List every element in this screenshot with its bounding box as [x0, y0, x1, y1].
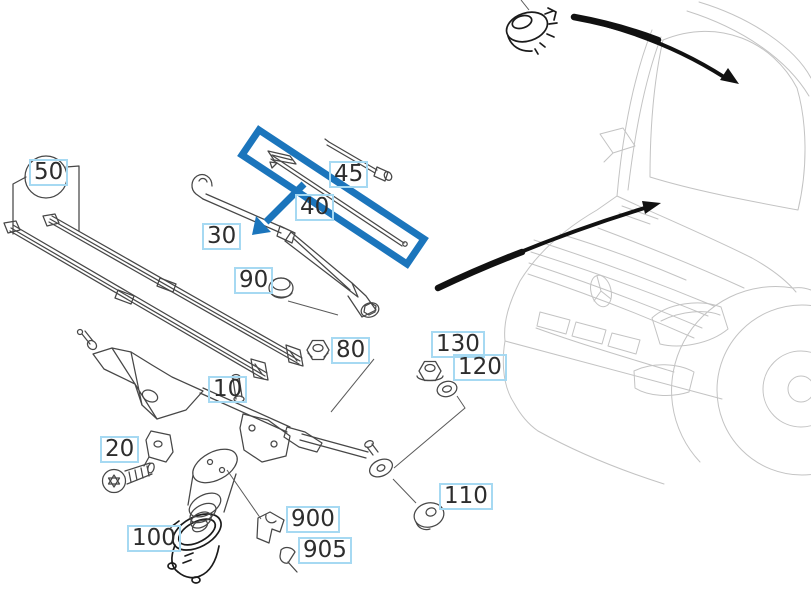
highlight-annotation [237, 125, 429, 269]
washer-120 [436, 380, 458, 398]
screw-20 [101, 462, 155, 494]
pointer-arrow-bottom [434, 201, 661, 292]
wiper-arm-30 [191, 173, 380, 318]
motor-cover-illustration [167, 513, 222, 584]
part-label-30[interactable]: 30 [202, 223, 242, 251]
part-label-120[interactable]: 120 [453, 354, 507, 382]
part-label-45[interactable]: 45 [329, 161, 369, 189]
leader-lines [226, 0, 530, 520]
part-label-10[interactable]: 10 [208, 376, 248, 404]
pointer-arrow-top [570, 13, 739, 84]
wiper-rod-40 [267, 150, 408, 247]
part-label-900[interactable]: 900 [286, 506, 340, 534]
brand-star-icon [590, 274, 612, 308]
spindle-cap-illustration [505, 7, 558, 55]
highlight-arrow-head [252, 216, 271, 235]
part-label-905[interactable]: 905 [298, 537, 352, 565]
nut-80 [306, 339, 330, 361]
grommet-110 [413, 502, 445, 531]
highlight-box [237, 125, 429, 269]
wiper-blade-front [3, 220, 269, 381]
wiper-blade-rear [42, 213, 304, 367]
nut-130 [416, 360, 444, 382]
part-label-130[interactable]: 130 [431, 331, 485, 359]
part-label-50[interactable]: 50 [29, 159, 69, 187]
vehicle-front-illustration [502, 1, 811, 485]
parts-drawing [3, 138, 458, 573]
pin-905 [279, 546, 298, 573]
part-label-90[interactable]: 90 [234, 267, 274, 295]
part-label-110[interactable]: 110 [439, 483, 493, 511]
part-label-100[interactable]: 100 [127, 525, 181, 553]
wiper-refill-45 [324, 138, 393, 182]
part-label-20[interactable]: 20 [100, 436, 140, 464]
connector-900 [256, 511, 285, 544]
part-label-80[interactable]: 80 [331, 337, 371, 365]
highlight-arrow-shaft [263, 181, 307, 225]
part-label-40[interactable]: 40 [295, 194, 335, 222]
